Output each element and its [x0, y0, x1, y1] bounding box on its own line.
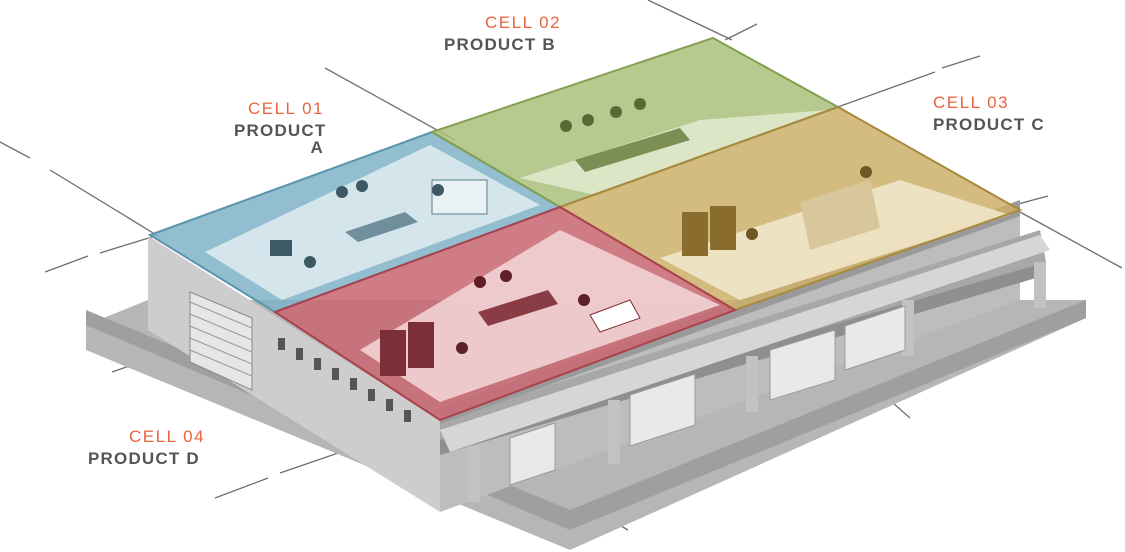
cell-01-label: CELL 01 PRODUCT A	[234, 99, 327, 157]
cell-a-equipment	[270, 179, 488, 268]
cell-03-title: CELL 03	[933, 93, 1010, 112]
cell-b-equipment	[560, 98, 690, 172]
product-c-title: PRODUCT C	[933, 115, 1045, 134]
front-wall-windows	[278, 338, 411, 422]
product-a-title: PRODUCT A	[234, 121, 327, 157]
cell-b-zone	[432, 38, 838, 207]
zone-outlines	[147, 36, 1023, 422]
garage-door	[189, 291, 253, 391]
product-d-title: PRODUCT D	[88, 449, 200, 468]
cell-d-equipment	[380, 270, 641, 376]
cell-03-label: CELL 03 PRODUCT C	[933, 94, 1045, 133]
cell-01-title: CELL 01	[247, 99, 324, 118]
cell-02-label: CELL 02 PRODUCT B	[444, 14, 561, 53]
cell-04-title: CELL 04	[129, 427, 206, 446]
product-b-title: PRODUCT B	[444, 35, 556, 54]
porch	[440, 235, 1050, 502]
cell-02-title: CELL 02	[485, 13, 562, 32]
cell-04-label: CELL 04 PRODUCT D	[88, 428, 205, 467]
cell-c-equipment	[682, 166, 880, 256]
